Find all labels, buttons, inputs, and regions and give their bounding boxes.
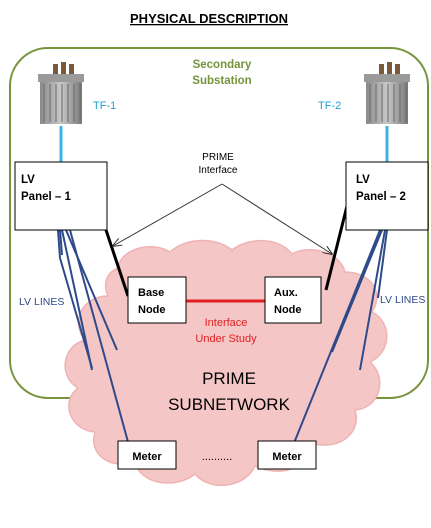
transformer-tf2-label: TF-2 (318, 100, 341, 112)
lv-panel-1-label-line-1: LV (21, 174, 35, 186)
prime-interface-label-line-2: Interface (199, 165, 238, 176)
meter-left-label: Meter (132, 451, 162, 463)
prime-interface-label-line-1: PRIME (202, 152, 234, 163)
base-node-label-line-1: Base (138, 287, 164, 299)
prime-subnetwork-label-line-1: PRIME (202, 369, 256, 388)
base-node-label-line-2: Node (138, 304, 166, 316)
lv-panel-2-label-line-1: LV (356, 174, 370, 186)
lv-panel-2-box (345, 161, 429, 231)
lv-lines-right (291, 229, 388, 449)
lv-panel-2-label-line-2: Panel – 2 (356, 191, 406, 203)
panel2-to-aux-node-link (324, 205, 349, 291)
aux-node-label-line-1: Aux. (274, 287, 298, 299)
meter-right-box (257, 440, 317, 470)
diagram-title: PHYSICAL DESCRIPTION (130, 11, 288, 26)
interface-under-study-label-line-1: Interface (205, 317, 248, 329)
lv-panel-1-box (14, 161, 108, 231)
prime-subnetwork-cloud (64, 239, 388, 487)
prime-interface-arrow-right (221, 183, 332, 254)
prime-interface-arrow-left (113, 183, 223, 246)
lv-lines-left-label: LV LINES (19, 296, 64, 308)
lv-lines-right-label: LV LINES (380, 294, 425, 306)
substation-label-line-1: Secondary (193, 59, 252, 71)
meter-left-box (117, 440, 177, 470)
interface-under-study-label-line-2: Under Study (195, 333, 257, 345)
substation-label-line-2: Substation (192, 75, 251, 87)
base-node-box (127, 276, 187, 324)
lv-lines-left (57, 229, 129, 443)
aux-node-label-line-2: Node (274, 304, 302, 316)
aux-node-box (264, 276, 322, 324)
meters-ellipsis: .......... (202, 451, 233, 463)
meter-right-label: Meter (272, 451, 302, 463)
lv-panel-1-label-line-2: Panel – 1 (21, 191, 71, 203)
prime-subnetwork-label-line-2: SUBNETWORK (168, 395, 291, 414)
transformer-tf1-image (38, 62, 84, 124)
transformer-tf1-label: TF-1 (93, 100, 116, 112)
transformer-tf2-image (364, 62, 410, 124)
